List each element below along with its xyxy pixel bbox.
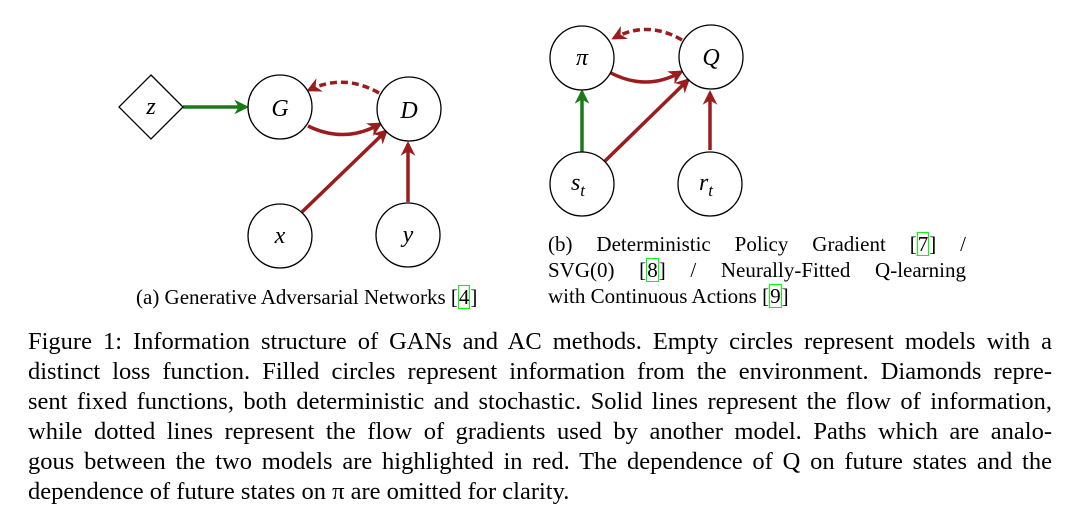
node-G-label: G bbox=[271, 96, 288, 122]
gradient-D-to-G bbox=[306, 78, 380, 95]
node-y: y bbox=[375, 202, 441, 268]
node-rt-subscript: t bbox=[708, 181, 714, 200]
svg-text:rt: rt bbox=[699, 170, 714, 200]
subcaption-a: (a) Generative Adversarial Networks [4] bbox=[136, 285, 478, 309]
gradient-Q-to-pi bbox=[611, 26, 683, 42]
node-rt: rt bbox=[677, 151, 743, 217]
node-z-label: z bbox=[145, 94, 156, 120]
edge-G-to-D bbox=[307, 122, 383, 137]
figure-caption: Figure 1: Information structure of GANs … bbox=[28, 327, 1052, 507]
citation-link-4[interactable]: 4 bbox=[457, 285, 471, 309]
node-st-label: s bbox=[571, 170, 580, 196]
node-st: st bbox=[549, 151, 615, 217]
subcaption-b-line-2: SVG(0) [8] / Neurally-Fitted Q-learning bbox=[548, 258, 966, 282]
subcaption-b-line-3: with Continuous Actions [9] bbox=[548, 284, 789, 308]
caption-line-6: dependence of future states on π are omi… bbox=[28, 478, 570, 505]
figure-diagram: z G D x y π Q st rt bbox=[118, 24, 744, 269]
node-rt-label: r bbox=[699, 170, 709, 196]
node-pi-label: π bbox=[576, 45, 589, 71]
node-x: x bbox=[247, 203, 313, 269]
panel-a-edges bbox=[183, 78, 416, 214]
node-D: D bbox=[376, 76, 442, 142]
citation-link-7[interactable]: 7 bbox=[916, 232, 930, 256]
edge-st-to-Q bbox=[603, 77, 691, 163]
node-D-label: D bbox=[399, 98, 417, 124]
node-Q-label: Q bbox=[702, 45, 719, 71]
caption-line-5: gous between the two models are highligh… bbox=[28, 448, 1052, 475]
subcaption-b: (b) Deterministic Policy Gradient [7] / … bbox=[548, 231, 966, 309]
node-pi: π bbox=[549, 25, 615, 91]
citation-link-9[interactable]: 9 bbox=[769, 284, 782, 308]
node-st-subscript: t bbox=[580, 181, 586, 200]
caption-line-4: while dotted lines represent the flow of… bbox=[28, 418, 1052, 445]
citation-link-8[interactable]: 8 bbox=[646, 258, 659, 282]
panel-b-edges bbox=[574, 26, 718, 163]
node-z: z bbox=[118, 74, 184, 140]
caption-line-1: Figure 1: Information structure of GANs … bbox=[28, 328, 1052, 355]
caption-line-2: distinct loss function. Filled circles r… bbox=[28, 358, 1052, 385]
svg-text:st: st bbox=[571, 170, 586, 200]
edge-x-to-D bbox=[300, 128, 389, 214]
caption-line-3: sent fixed functions, both deterministic… bbox=[28, 388, 1052, 415]
subcaption-b-line-1: (b) Deterministic Policy Gradient [7] / bbox=[548, 232, 966, 256]
node-x-label: x bbox=[274, 223, 286, 249]
node-G: G bbox=[247, 74, 313, 140]
node-Q: Q bbox=[678, 24, 744, 90]
edge-pi-to-Q bbox=[608, 70, 684, 85]
node-y-label: y bbox=[401, 222, 414, 248]
